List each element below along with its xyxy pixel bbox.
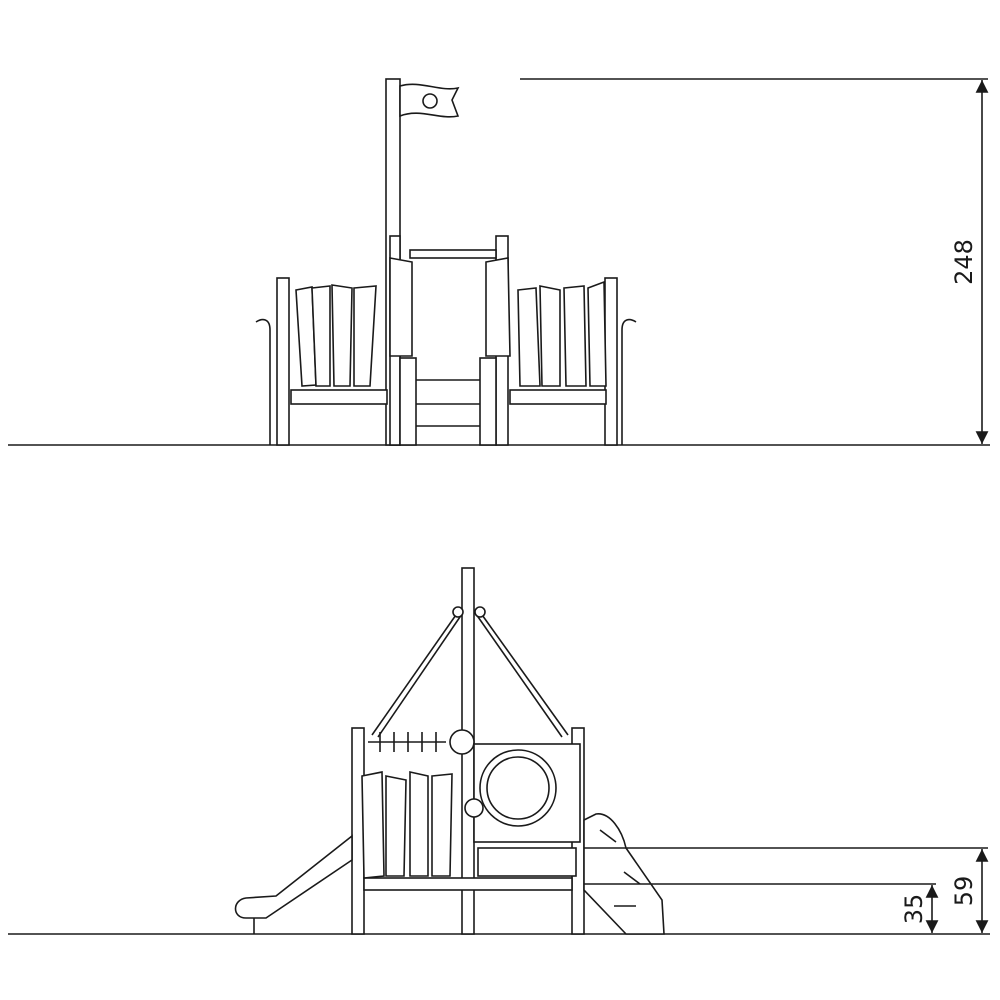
railing-bars [368, 732, 446, 752]
side-elevation: 59 35 [8, 567, 990, 935]
slide [234, 834, 353, 919]
handle-left [255, 318, 271, 445]
pirate-flag [399, 83, 460, 118]
climbing-wall [583, 813, 665, 935]
planks-left [295, 284, 377, 387]
dimension-label-59: 59 [950, 876, 978, 907]
steering-wheel [449, 729, 475, 755]
porthole [479, 749, 557, 827]
handle-right [621, 318, 637, 445]
front-elevation: 248 [8, 78, 990, 446]
planks-right [517, 280, 607, 387]
telescope [464, 798, 484, 818]
ladder [399, 357, 497, 446]
dimension-label-35: 35 [900, 894, 928, 925]
dimension-label-248: 248 [950, 239, 978, 285]
planks-side [361, 771, 453, 879]
